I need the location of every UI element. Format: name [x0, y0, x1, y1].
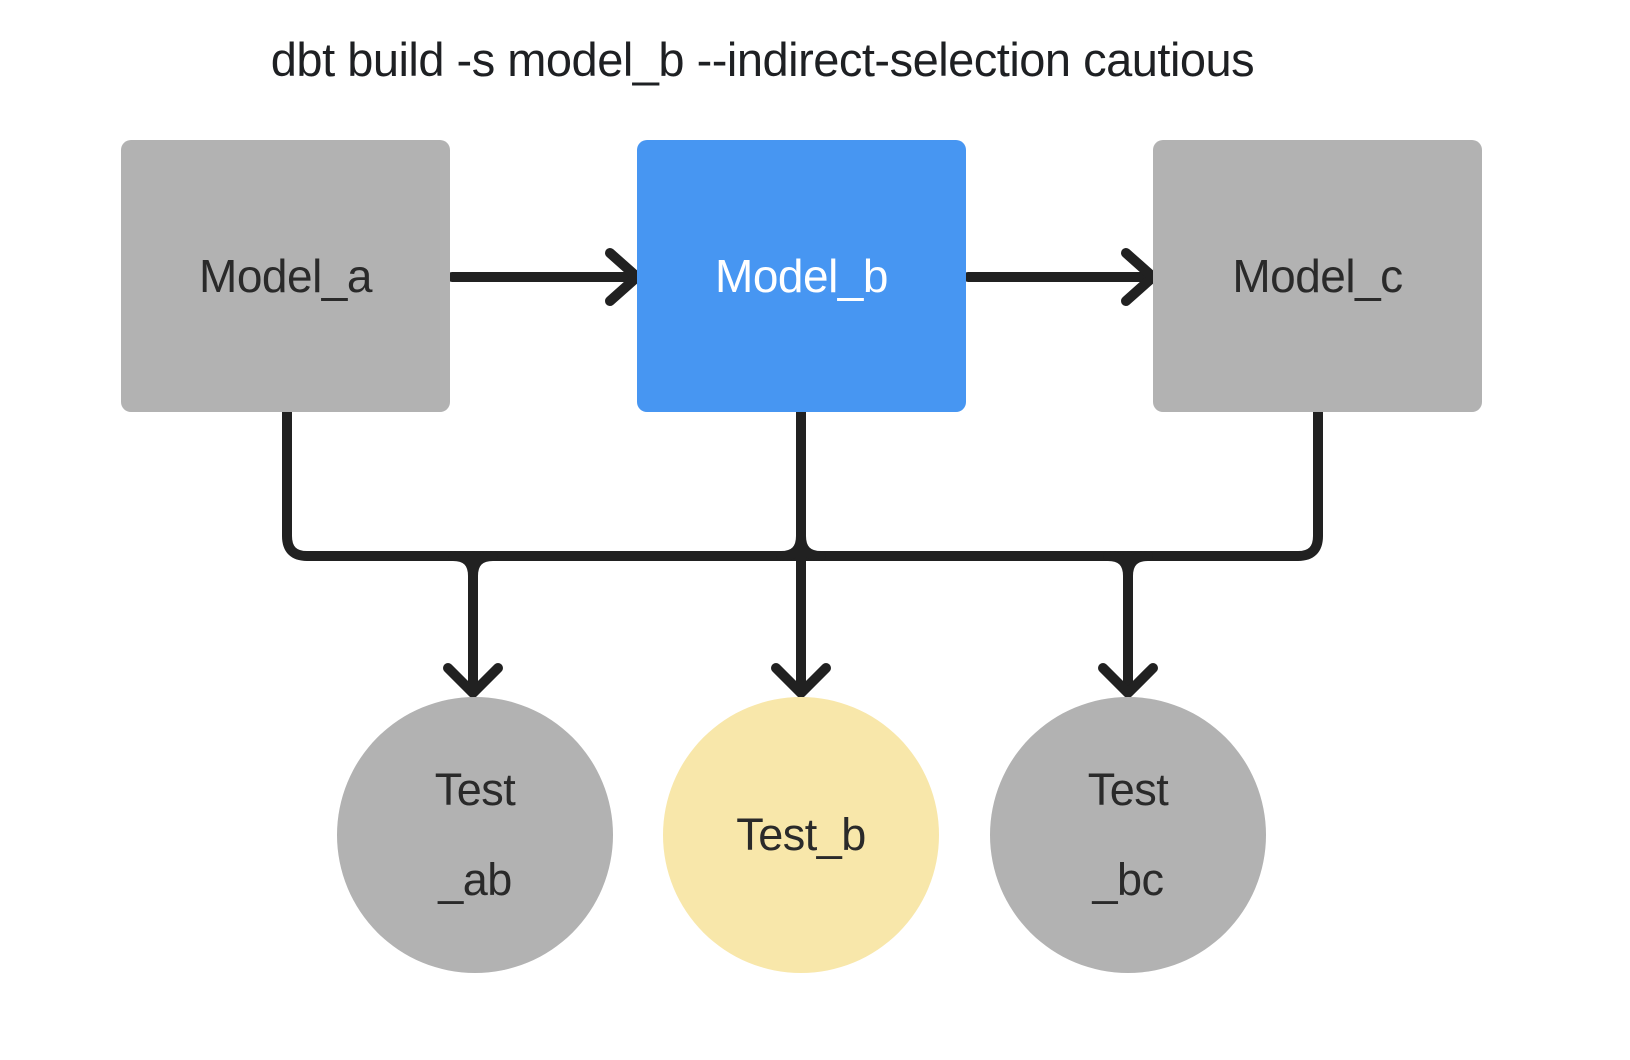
node-model-b: Model_b: [637, 140, 966, 412]
node-model-a: Model_a: [121, 140, 450, 412]
node-test-bc-label-line1: Test: [1087, 764, 1169, 815]
edge-model-b-to-model-c: [963, 248, 1158, 306]
node-model-b-label: Model_b: [715, 250, 888, 302]
edge-drop-test-bc: [1098, 551, 1158, 698]
node-test-ab: Test _ab: [337, 697, 613, 973]
node-test-bc-label-line2: _bc: [1092, 854, 1164, 905]
node-model-c: Model_c: [1153, 140, 1482, 412]
edge-drop-test-ab: [443, 551, 503, 698]
edge-model-a-to-model-b: [447, 248, 642, 306]
node-test-bc: Test _bc: [990, 697, 1266, 973]
node-model-a-label: Model_a: [199, 250, 372, 302]
node-test-b: Test_b: [663, 697, 939, 973]
edge-model-b-to-test-b: [771, 407, 831, 698]
node-test-ab-label-line2: _ab: [438, 854, 512, 905]
edge-bus: [282, 407, 1323, 561]
node-test-b-label: Test_b: [736, 809, 866, 860]
node-test-ab-label-line1: Test: [434, 764, 516, 815]
node-model-c-label: Model_c: [1232, 250, 1403, 302]
diagram-title: dbt build -s model_b --indirect-selectio…: [270, 33, 1255, 86]
